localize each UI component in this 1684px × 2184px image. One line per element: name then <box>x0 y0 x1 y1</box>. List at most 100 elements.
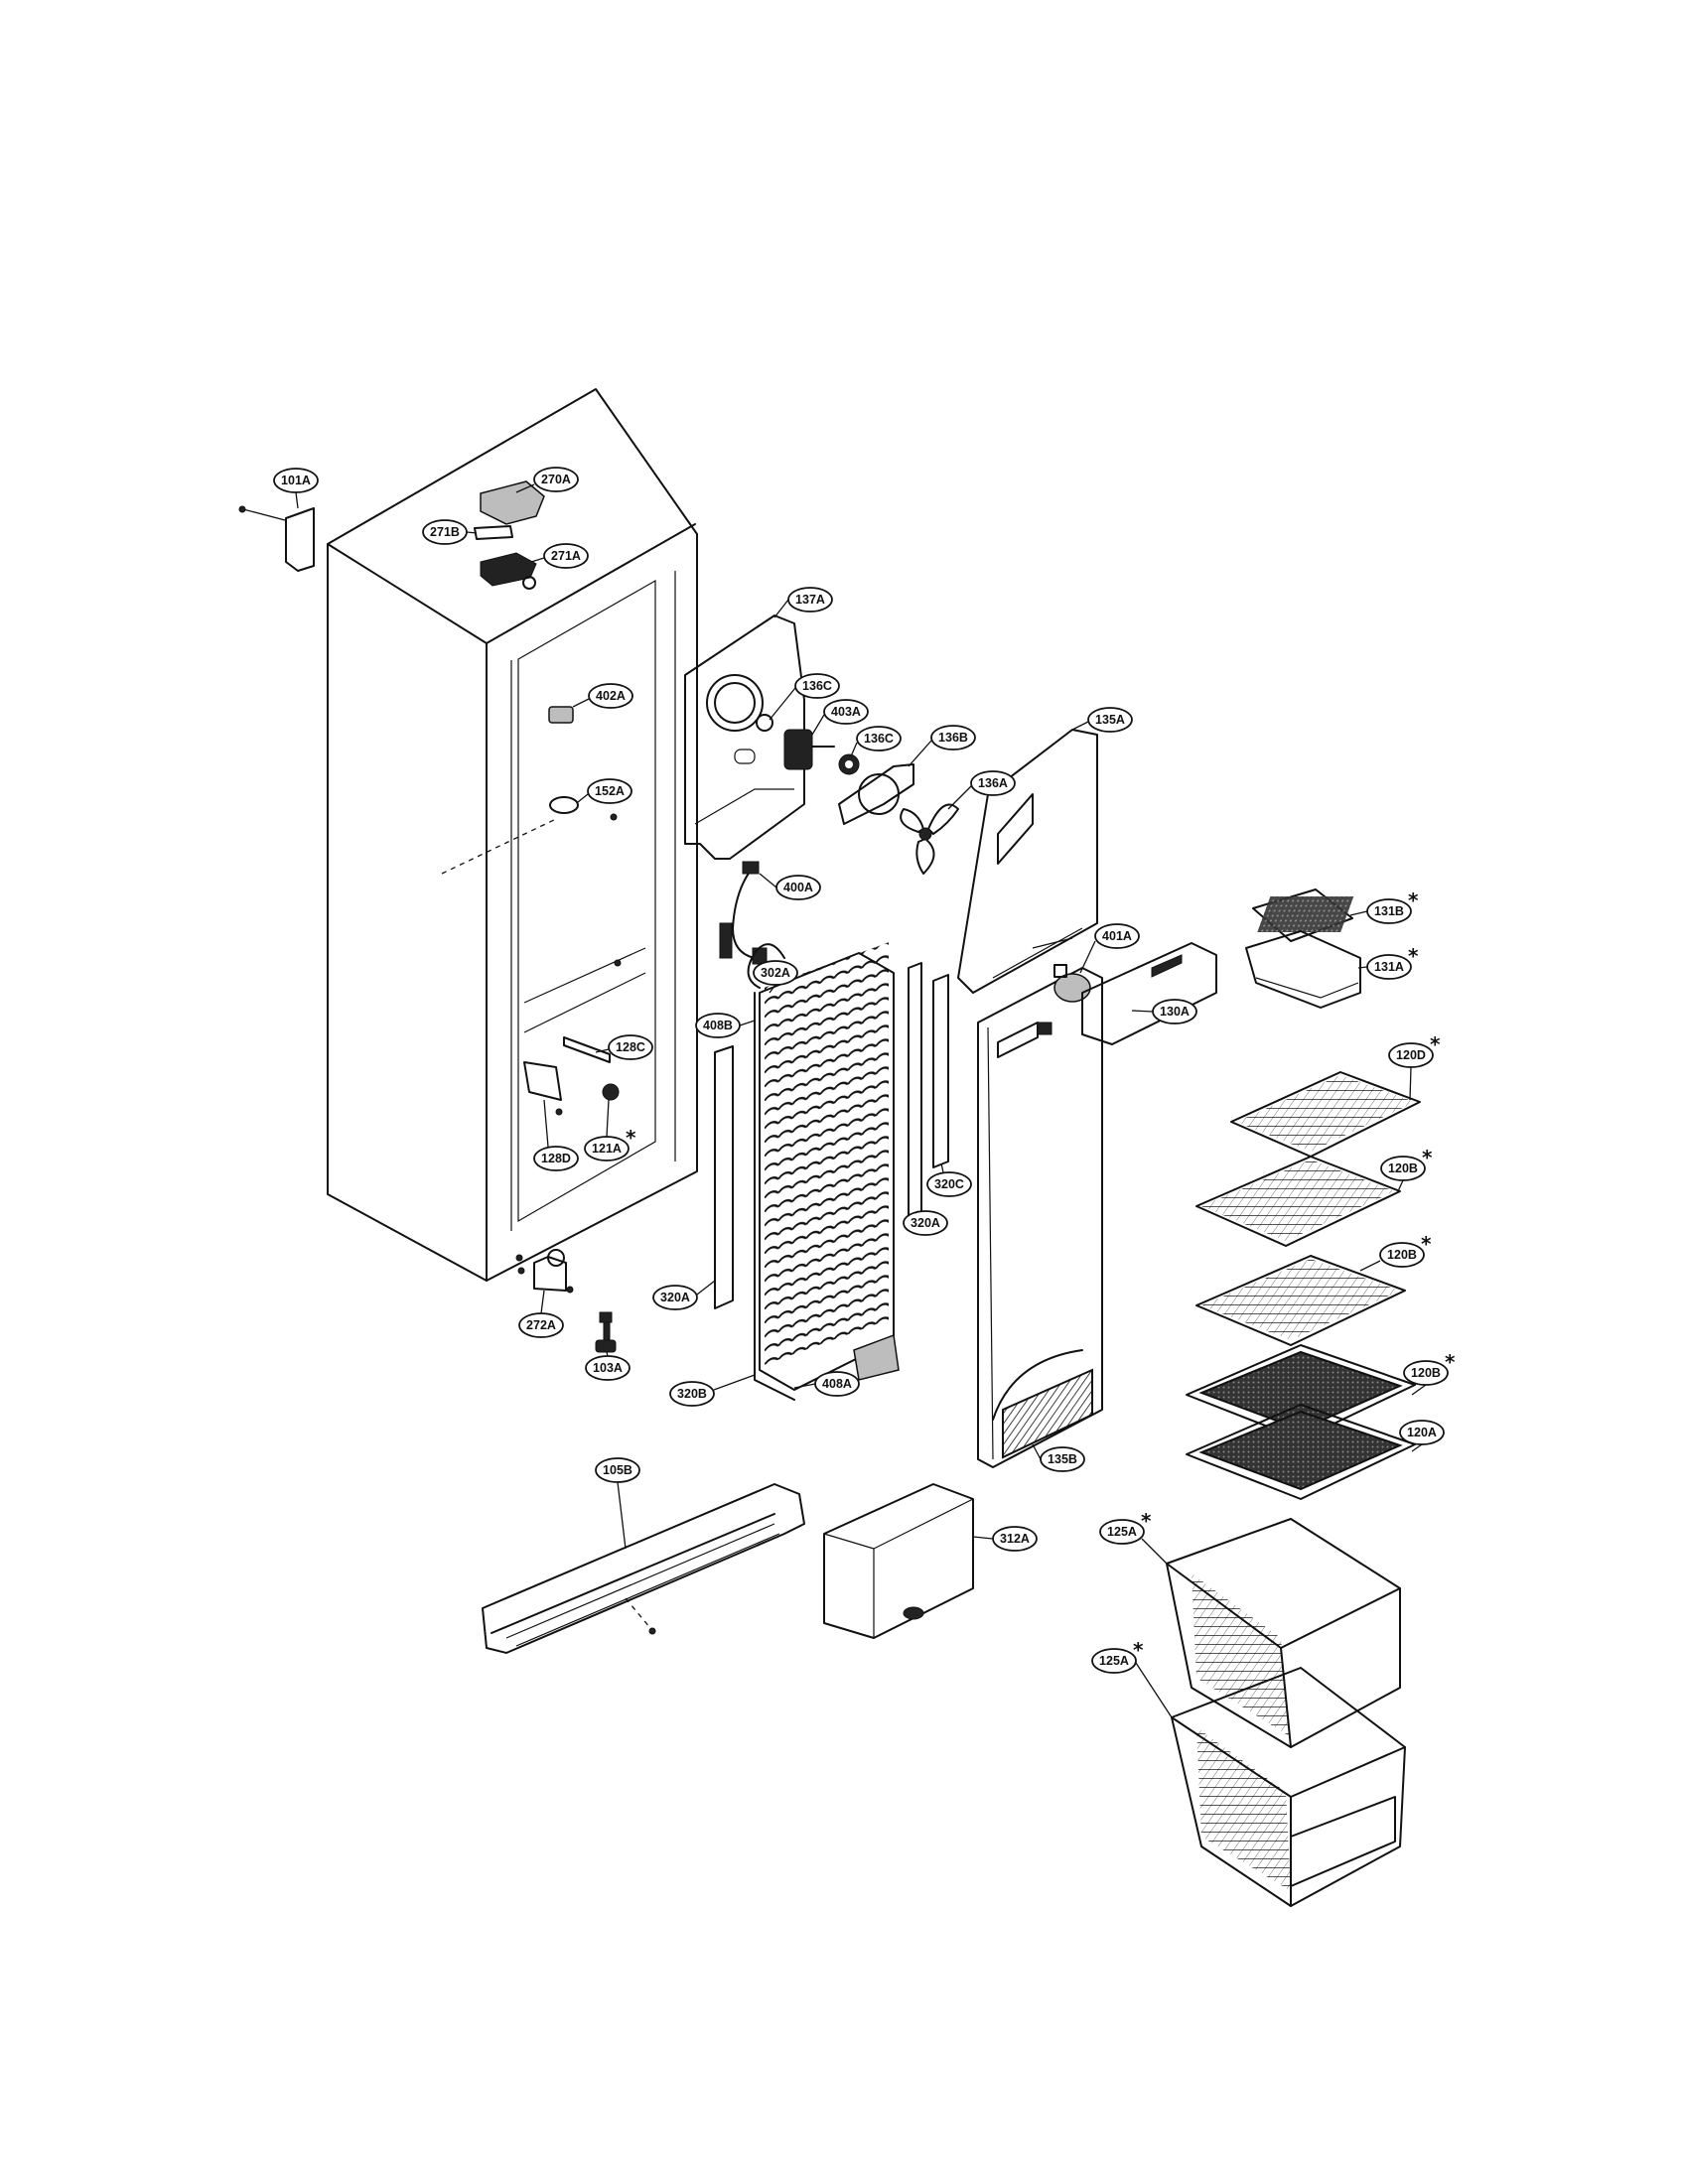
wire-shelf-3 <box>1195 1255 1406 1346</box>
callout-302A: 302A <box>753 960 798 986</box>
fan-blade <box>900 803 959 875</box>
svg-text:128D: 128D <box>541 1152 571 1165</box>
bottom-hinge <box>515 1249 574 1294</box>
svg-text:137A: 137A <box>795 593 825 607</box>
callout-400A: 400A <box>775 875 821 900</box>
glass-shelf-2 <box>1186 1404 1416 1500</box>
callout-131A: 131A <box>1366 954 1412 980</box>
callout-320B: 320B <box>669 1381 715 1407</box>
ice-tray <box>1252 888 1354 942</box>
callout-136C-2: 136C <box>856 726 902 751</box>
svg-text:408B: 408B <box>703 1019 733 1032</box>
svg-text:312A: 312A <box>1000 1532 1030 1546</box>
ice-bin <box>1245 930 1361 1009</box>
upper-back-cover <box>957 729 1098 994</box>
side-seal-left <box>714 1045 734 1309</box>
wire-shelf-2 <box>1195 1156 1401 1247</box>
svg-text:121A: 121A <box>592 1142 622 1156</box>
svg-text:136A: 136A <box>978 776 1008 790</box>
callout-135A: 135A <box>1087 707 1133 733</box>
svg-text:103A: 103A <box>593 1361 623 1375</box>
callout-103A: 103A <box>585 1355 631 1381</box>
seal-ring <box>549 796 579 814</box>
lamp-switch <box>548 706 574 724</box>
evaporator-cover <box>823 1483 974 1639</box>
wire-basket-2 <box>1171 1667 1406 1907</box>
callout-120B-1: 120B <box>1380 1156 1426 1181</box>
star-125A-1: * <box>1141 1509 1152 1533</box>
svg-text:271B: 271B <box>430 525 460 539</box>
svg-text:120B: 120B <box>1388 1161 1418 1175</box>
svg-text:320C: 320C <box>934 1177 964 1191</box>
svg-text:272A: 272A <box>526 1318 556 1332</box>
svg-text:135A: 135A <box>1095 713 1125 727</box>
side-seal-right-b <box>932 974 949 1168</box>
svg-text:400A: 400A <box>783 881 813 894</box>
callout-270A: 270A <box>533 467 579 492</box>
callout-120B-3: 120B <box>1403 1360 1449 1386</box>
callout-120A: 120A <box>1399 1420 1445 1445</box>
callout-136C-1: 136C <box>794 673 840 699</box>
svg-text:105B: 105B <box>603 1463 632 1477</box>
callout-128C: 128C <box>608 1034 653 1060</box>
top-hinge-parts <box>474 525 537 590</box>
svg-text:302A: 302A <box>761 966 790 980</box>
callout-408A: 408A <box>814 1371 860 1397</box>
star-131A: * <box>1408 944 1419 968</box>
defrost-sensor <box>719 861 768 965</box>
wire-shelf-1 <box>1230 1071 1421 1158</box>
star-131B: * <box>1408 888 1419 912</box>
svg-text:120B: 120B <box>1411 1366 1441 1380</box>
callout-120B-2: 120B <box>1379 1242 1425 1268</box>
hinge-bracket-top <box>238 505 315 572</box>
side-seal-right-a <box>908 962 922 1217</box>
svg-text:136B: 136B <box>938 731 968 745</box>
callout-128D: 128D <box>533 1146 579 1171</box>
svg-text:408A: 408A <box>822 1377 852 1391</box>
callout-136A: 136A <box>970 770 1016 796</box>
svg-text:403A: 403A <box>831 705 861 719</box>
svg-text:320A: 320A <box>660 1291 690 1304</box>
star-120B-2: * <box>1421 1232 1432 1256</box>
callout-120D: 120D <box>1388 1042 1434 1068</box>
svg-text:131A: 131A <box>1374 960 1404 974</box>
callout-group: 101A 270A 271B 271A 137A 136C 403A 136C … <box>273 467 1456 1718</box>
svg-text:136C: 136C <box>864 732 894 746</box>
cabinet-body <box>327 388 698 1282</box>
leveling-leg <box>595 1311 617 1353</box>
star-120B-1: * <box>1422 1146 1433 1169</box>
glass-shelf-1 <box>1186 1344 1416 1440</box>
callout-131B: 131B <box>1366 898 1412 924</box>
svg-text:120D: 120D <box>1396 1048 1426 1062</box>
callout-137A: 137A <box>787 587 833 613</box>
svg-text:125A: 125A <box>1107 1525 1137 1539</box>
callout-125A-1: 125A <box>1099 1519 1145 1545</box>
callout-408B: 408B <box>695 1013 741 1038</box>
svg-text:130A: 130A <box>1160 1005 1190 1019</box>
shelf-rail-parts <box>523 1036 620 1116</box>
callout-121A: 121A <box>584 1136 630 1161</box>
callout-105B: 105B <box>595 1457 640 1483</box>
callout-271A: 271A <box>543 543 589 569</box>
callout-272A: 272A <box>518 1312 564 1338</box>
svg-text:152A: 152A <box>595 784 625 798</box>
star-121A: * <box>626 1126 636 1150</box>
motor-bracket <box>838 763 914 825</box>
evaporator-coil <box>747 942 900 1401</box>
callout-320C: 320C <box>926 1171 972 1197</box>
svg-text:128C: 128C <box>616 1040 645 1054</box>
wire-basket-1 <box>1166 1518 1401 1748</box>
callout-312A: 312A <box>992 1526 1038 1552</box>
evaporator-duct-cover <box>684 614 805 860</box>
svg-text:120B: 120B <box>1387 1248 1417 1262</box>
callout-135B: 135B <box>1040 1446 1085 1472</box>
svg-text:270A: 270A <box>541 473 571 486</box>
fan-motor <box>783 729 835 770</box>
star-125A-2: * <box>1133 1638 1144 1662</box>
svg-text:136C: 136C <box>802 679 832 693</box>
svg-text:101A: 101A <box>281 474 311 487</box>
drain-pan <box>482 1483 805 1654</box>
callout-136B: 136B <box>930 725 976 751</box>
svg-text:131B: 131B <box>1374 904 1404 918</box>
